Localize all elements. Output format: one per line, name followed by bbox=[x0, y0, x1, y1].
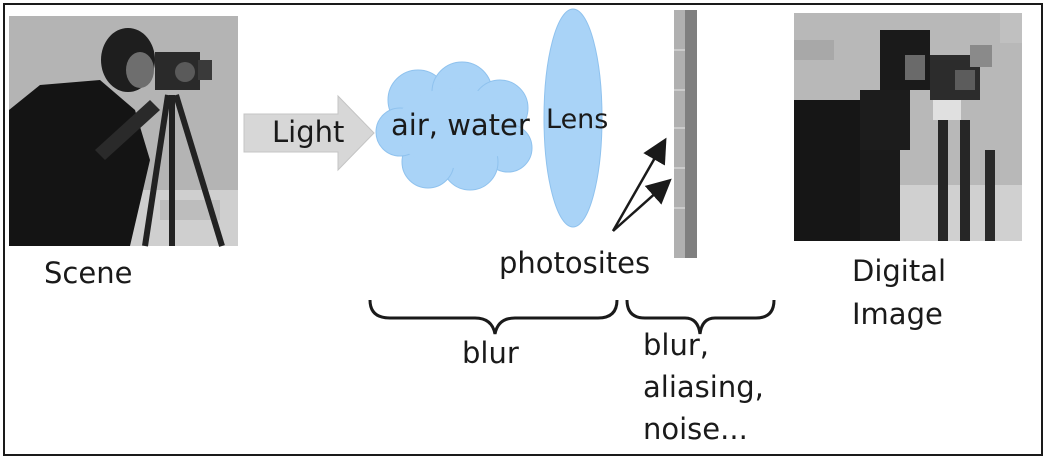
light-arrow bbox=[243, 94, 375, 172]
scene-image bbox=[9, 16, 238, 247]
air-water-label: air, water bbox=[391, 108, 530, 142]
sensor-effects-label-line2: aliasing, bbox=[643, 370, 764, 404]
photosite-arrow-1 bbox=[611, 137, 667, 232]
light-label: Light bbox=[272, 115, 345, 149]
lens-shape bbox=[543, 8, 603, 228]
lens-label: Lens bbox=[546, 104, 609, 135]
blur-brace-optics bbox=[368, 299, 619, 335]
digital-image-label-line1: Digital bbox=[852, 254, 947, 288]
scene-label: Scene bbox=[44, 256, 133, 290]
sensor-effects-label-line3: noise... bbox=[643, 412, 748, 446]
digital-image bbox=[794, 13, 1022, 241]
air-water-cloud bbox=[375, 61, 533, 191]
sensor-effects-label-line1: blur, bbox=[643, 328, 709, 362]
photosite-sensor bbox=[674, 10, 697, 258]
photosites-label: photosites bbox=[499, 246, 651, 280]
digital-image-label-line2: Image bbox=[852, 297, 943, 331]
photosite-arrow-2 bbox=[612, 178, 672, 232]
blur-optics-label: blur bbox=[462, 336, 519, 370]
blur-brace-sensor bbox=[625, 299, 776, 335]
